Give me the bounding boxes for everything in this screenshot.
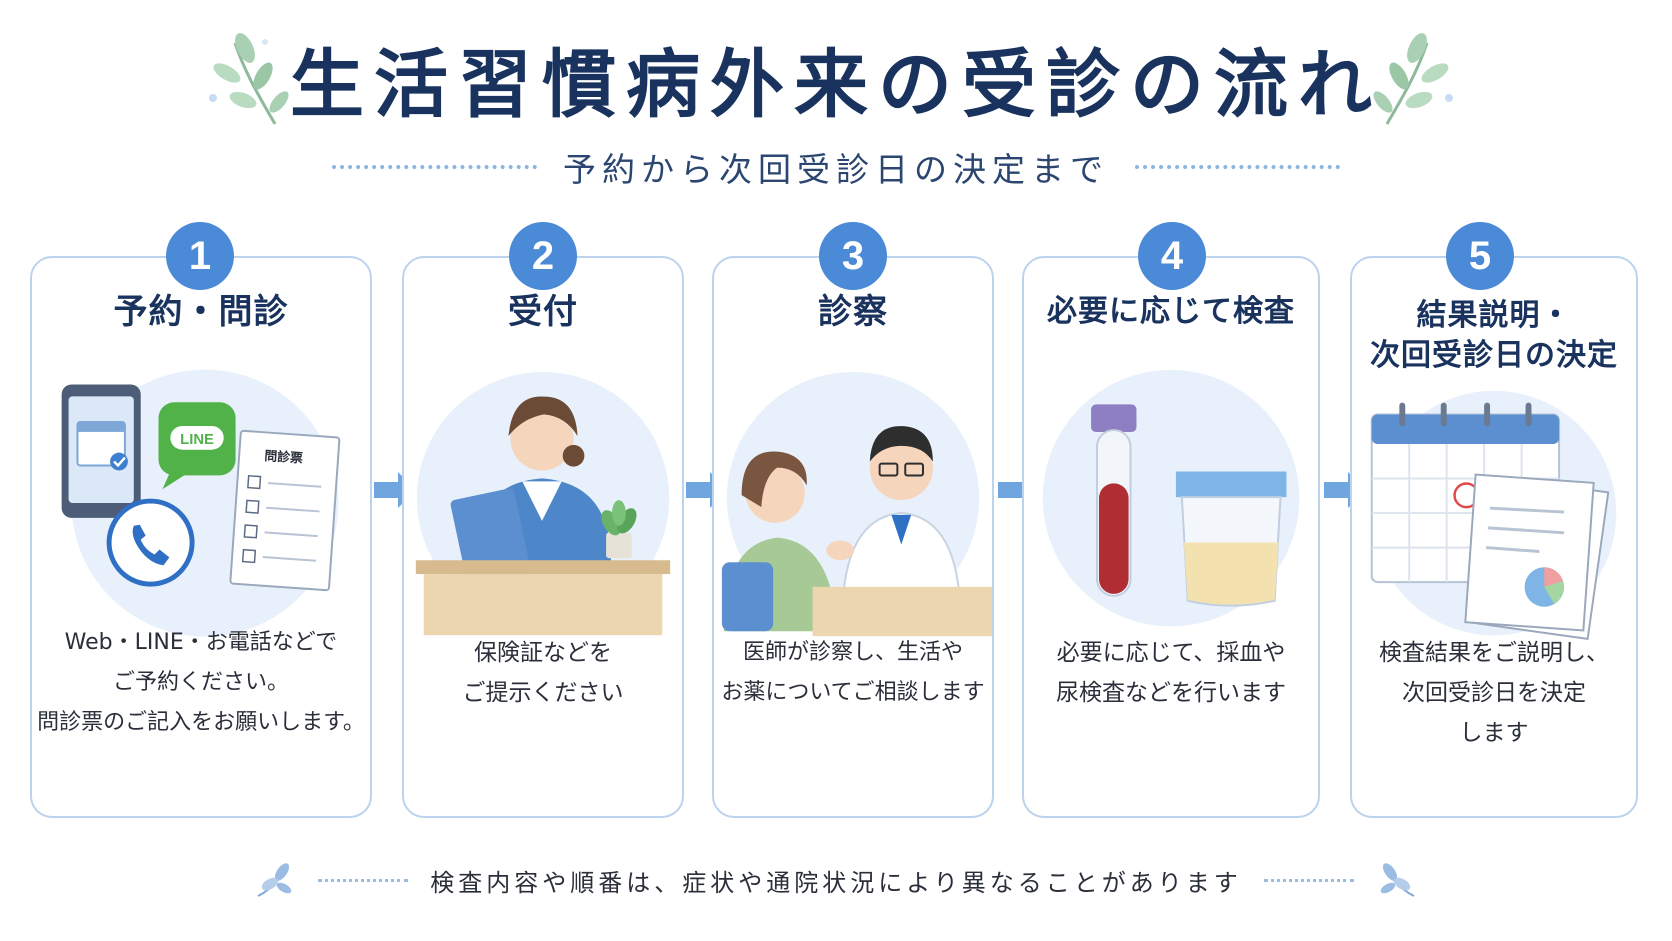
desc-line: お薬についてご相談します xyxy=(721,680,985,705)
questionnaire-label: 問診票 xyxy=(264,448,304,467)
line-icon: LINE xyxy=(158,402,236,490)
step-description: 検査結果をご説明し、 次回受診日を決定 します xyxy=(1352,633,1636,753)
step-description: 保険証などを ご提示ください xyxy=(404,633,682,713)
step-title: 必要に応じて検査 xyxy=(1024,290,1318,334)
clipboard-icon: 問診票 xyxy=(229,429,341,592)
step-description: Web・LINE・お電話などで ご予約ください。 問診票のご記入をお願いします。 xyxy=(32,623,370,743)
step-title: 受付 xyxy=(404,290,682,334)
step-illustration xyxy=(1024,363,1318,653)
step-illustration xyxy=(1352,383,1636,653)
desc-line: Web・LINE・お電話などで xyxy=(64,630,338,655)
step-title-line: 診察 xyxy=(818,292,888,332)
step-card-2: 受付 保険証などを ご提示ください xyxy=(402,256,684,818)
doctor-illustration xyxy=(826,426,962,623)
desc-line: 検査結果をご説明し、 xyxy=(1379,640,1609,666)
step-illustration: LINE 問診票 xyxy=(32,363,370,653)
plant-icon xyxy=(601,500,637,559)
divider xyxy=(318,878,409,882)
leaf-icon xyxy=(257,863,292,897)
subtitle-area: 予約から次回受診日の決定まで xyxy=(0,142,1672,192)
desc-line: 次回受診日を決定 xyxy=(1402,680,1586,706)
footer-note-area: 検査内容や順番は、症状や通院状況により異なることがあります xyxy=(0,858,1672,902)
divider xyxy=(1263,878,1354,882)
desc-line: 尿検査などを行います xyxy=(1056,680,1286,706)
step-title-line: 結果説明・ xyxy=(1416,298,1572,333)
line-logo-text: LINE xyxy=(180,432,214,448)
phone-icon xyxy=(106,498,195,587)
desc-line: 医師が診察し、生活や xyxy=(742,640,963,665)
page-subtitle: 予約から次回受診日の決定まで xyxy=(563,150,1109,189)
step-number-badge: 4 xyxy=(1138,222,1206,290)
calendar-icon xyxy=(76,421,128,471)
step-title-line: 予約・問診 xyxy=(113,292,289,332)
leaf-icon xyxy=(1373,33,1453,125)
page-title-area: 生活習慣病外来の受診の流れ xyxy=(0,28,1672,128)
desc-line: します xyxy=(1459,720,1529,746)
step-number-badge: 5 xyxy=(1446,222,1514,290)
specimen-cup-icon xyxy=(1175,471,1287,607)
test-tube-icon xyxy=(1091,404,1137,597)
step-number-badge: 2 xyxy=(509,222,577,290)
step-title: 予約・問診 xyxy=(32,290,370,334)
patient-illustration xyxy=(721,451,838,632)
step-title: 結果説明・ 次回受診日の決定 xyxy=(1352,296,1636,376)
step-card-5: 結果説明・ 次回受診日の決定 xyxy=(1350,256,1638,818)
desc-line: ご提示ください xyxy=(462,680,624,706)
leaf-icon xyxy=(209,33,289,125)
step-card-4: 必要に応じて検査 必要に応じて、採血や 尿検査などを行います xyxy=(1022,256,1320,818)
step-card-3: 診察 医師が診察し、生活や お薬についてご相談します xyxy=(712,256,994,818)
desc-line: 必要に応じて、採血や xyxy=(1056,640,1286,666)
step-number-badge: 3 xyxy=(819,222,887,290)
smartphone-icon xyxy=(61,384,141,518)
step-title-line: 必要に応じて検査 xyxy=(1047,294,1295,329)
step-description: 医師が診察し、生活や お薬についてご相談します xyxy=(714,633,992,713)
desc-line: 保険証などを xyxy=(474,640,612,666)
step-title-line: 受付 xyxy=(508,292,578,332)
step-description: 必要に応じて、採血や 尿検査などを行います xyxy=(1024,633,1318,713)
divider xyxy=(332,165,537,169)
step-title-line: 次回受診日の決定 xyxy=(1370,338,1618,373)
step-illustration xyxy=(714,363,992,653)
desc-line: ご予約ください。 xyxy=(112,670,289,695)
step-card-1: 予約・問診 LINE xyxy=(30,256,372,818)
step-number-badge: 1 xyxy=(166,222,234,290)
footer-note: 検査内容や順番は、症状や通院状況により異なることがあります xyxy=(430,868,1242,897)
divider xyxy=(1135,165,1340,169)
step-title: 診察 xyxy=(714,290,992,334)
step-illustration xyxy=(404,363,682,653)
page-title: 生活習慣病外来の受診の流れ xyxy=(290,41,1382,128)
document-icon xyxy=(1464,473,1610,641)
desc-line: 問診票のご記入をお願いします。 xyxy=(37,710,365,735)
leaf-icon xyxy=(1380,863,1415,897)
